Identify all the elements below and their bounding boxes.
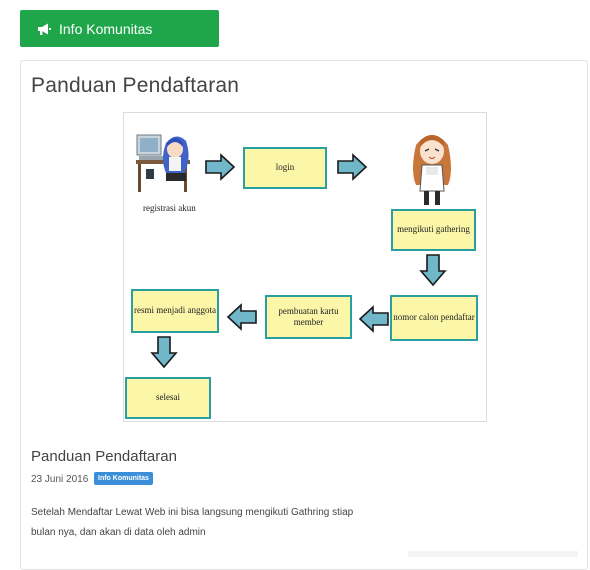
arrow-down-icon bbox=[150, 336, 178, 369]
arrow-left-icon bbox=[358, 305, 389, 333]
gathering-box: mengikuti gathering bbox=[391, 209, 476, 251]
registration-flowchart: registrasi akun login mengikuti gatherin… bbox=[123, 112, 487, 422]
info-komunitas-button[interactable]: Info Komunitas bbox=[20, 10, 219, 47]
candidate-number-label: nomor calon pendaftar bbox=[393, 312, 475, 323]
member-card-label: pembuatan kartu member bbox=[278, 305, 339, 327]
anime-girl-illustration bbox=[413, 135, 451, 205]
arrow-down-icon bbox=[419, 254, 447, 287]
post-date: 23 Juni 2016 bbox=[31, 474, 89, 485]
done-label: selesai bbox=[156, 392, 180, 403]
computer-user-illustration bbox=[136, 134, 190, 192]
registration-label: registrasi akun bbox=[143, 203, 196, 213]
category-badge[interactable]: Info Komunitas bbox=[94, 472, 153, 485]
candidate-number-box: nomor calon pendaftar bbox=[390, 295, 478, 341]
arrow-right-icon bbox=[205, 153, 236, 181]
official-member-label: resmi menjadi anggota bbox=[134, 305, 216, 316]
megaphone-icon bbox=[38, 23, 51, 35]
section-title: Panduan Pendaftaran bbox=[31, 74, 240, 97]
login-box: login bbox=[243, 147, 327, 189]
arrow-left-icon bbox=[226, 303, 257, 331]
official-member-box: resmi menjadi anggota bbox=[131, 289, 219, 333]
post-title: Panduan Pendaftaran bbox=[31, 448, 177, 465]
gathering-label: mengikuti gathering bbox=[397, 224, 470, 235]
bottom-edge-element bbox=[408, 551, 578, 557]
login-label: login bbox=[275, 162, 295, 173]
post-body: Setelah Mendaftar Lewat Web ini bisa lan… bbox=[31, 507, 354, 538]
done-box: selesai bbox=[125, 377, 211, 419]
arrow-right-icon bbox=[337, 153, 368, 181]
member-card-box: pembuatan kartu member bbox=[265, 295, 352, 339]
header-label: Info Komunitas bbox=[59, 20, 153, 37]
